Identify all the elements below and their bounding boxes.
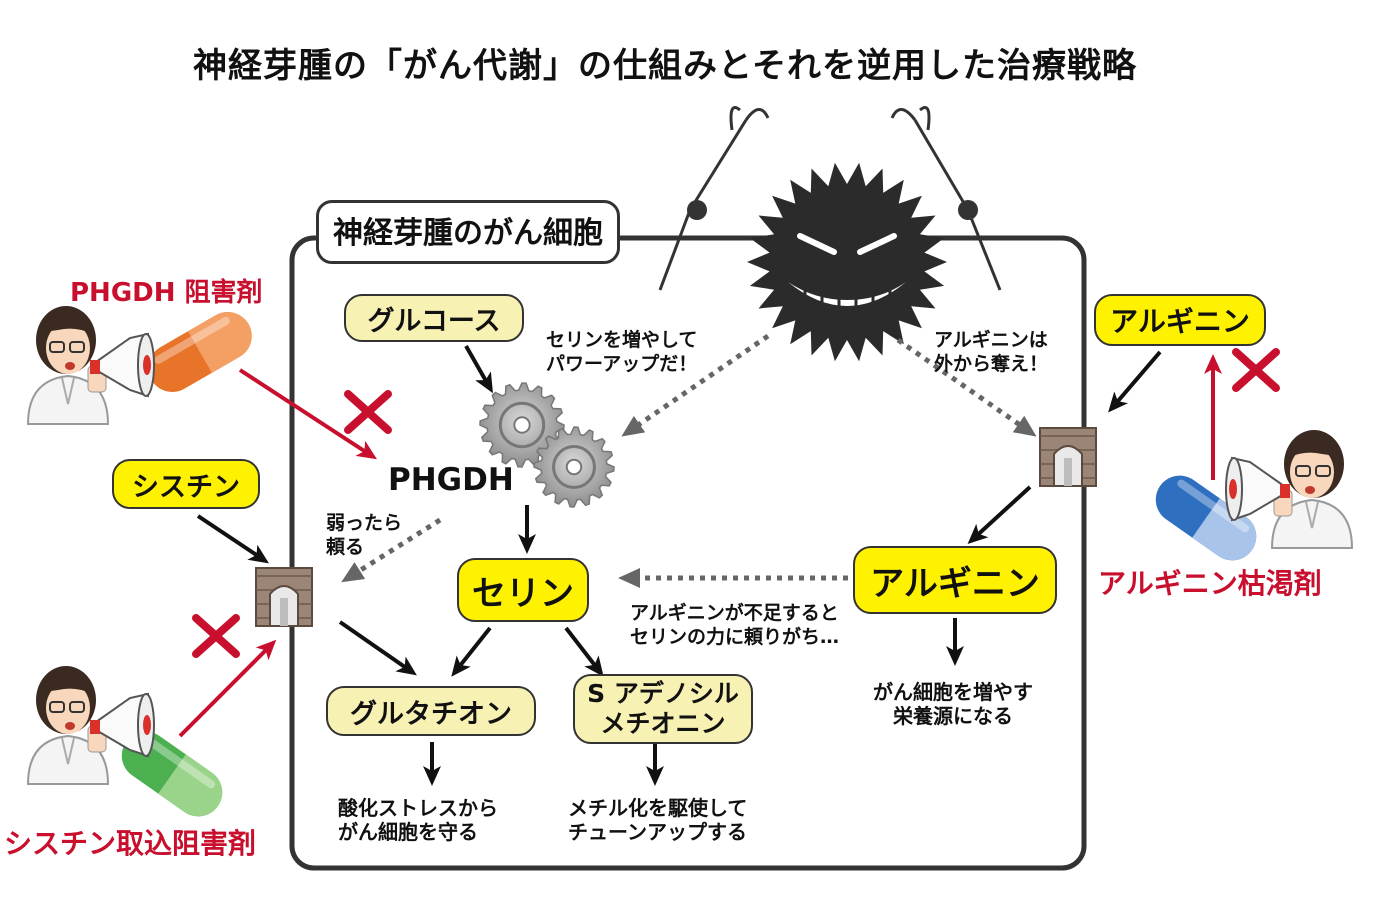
note-methylation: メチル化を駆使して チューンアップする [568,796,747,844]
page-title: 神経芽腫の「がん代謝」の仕組みとそれを逆用した治療戦略 [193,46,1137,86]
note-arginine-take: アルギニンは 外から奪え！ [934,328,1048,376]
note-line: アルギニンが不足すると [630,602,839,624]
cell-border [289,235,1087,871]
orange-capsule-icon [148,312,252,392]
note-line: 外から奪え！ [934,353,1049,375]
note-line: チューンアップする [568,820,747,844]
drug-arginine-depleter: アルギニン枯渇剤 [1098,567,1322,600]
regulation-dotted-arrows [341,333,1037,588]
researcher-megaphone-icon [26,666,155,785]
gear-icon [479,382,615,508]
note-line: アルギニンは [934,329,1048,351]
gate-icon [1039,427,1097,487]
node-arginine-inside: アルギニン [853,546,1057,614]
note-line: 弱ったら [326,512,403,534]
note-line: メチル化を駆使して [568,796,748,820]
note-line: 酸化ストレスから [338,796,498,820]
pathway-arrows [196,345,1162,786]
node-phgdh: PHGDH [388,462,514,498]
gate-icon [255,567,313,627]
block-x-marks [192,348,1280,658]
note-weak-rely: 弱ったら 頼る [326,511,402,559]
note-line: セリンの力に頼りがち… [630,626,840,648]
node-cystine: シスチン [112,459,260,509]
inhibitor-arrows [178,354,1222,738]
node-glutathione: グルタチオン [326,686,536,736]
blue-capsule-icon [1155,475,1257,561]
drug-cystine-uptake-inhibitor: シスチン取込阻害剤 [4,827,257,860]
node-s-adenosylmethionine: S アデノシル メチオニン [573,674,753,744]
node-serine: セリン [457,558,589,622]
note-line: セリンを増やして [546,329,698,351]
cell-label: 神経芽腫のがん細胞 [316,200,620,264]
note-oxidative: 酸化ストレスから がん細胞を守る [338,796,498,844]
note-line: がん細胞を増やす [873,680,1033,704]
note-nutrient: がん細胞を増やす 栄養源になる [858,680,1048,728]
node-glucose: グルコース [344,294,524,342]
note-line: 頼る [326,536,365,558]
researcher-megaphone-icon [1225,430,1354,549]
researcher-megaphone-icon [26,306,155,425]
node-arginine-outside: アルギニン [1094,294,1266,346]
note-arginine-shortage: アルギニンが不足すると セリンの力に頼りがち… [630,601,839,649]
cancer-monster-icon [658,106,1002,362]
sam-line-1: S アデノシル [587,679,739,708]
drug-phgdh-inhibitor: PHGDH 阻害剤 [70,278,263,308]
note-line: パワーアップだ！ [546,353,698,375]
note-serine-boost: セリンを増やして パワーアップだ！ [546,328,697,376]
sam-line-2: メチオニン [600,709,726,738]
note-line: がん細胞を守る [338,820,478,844]
note-line: 栄養源になる [893,704,1013,728]
